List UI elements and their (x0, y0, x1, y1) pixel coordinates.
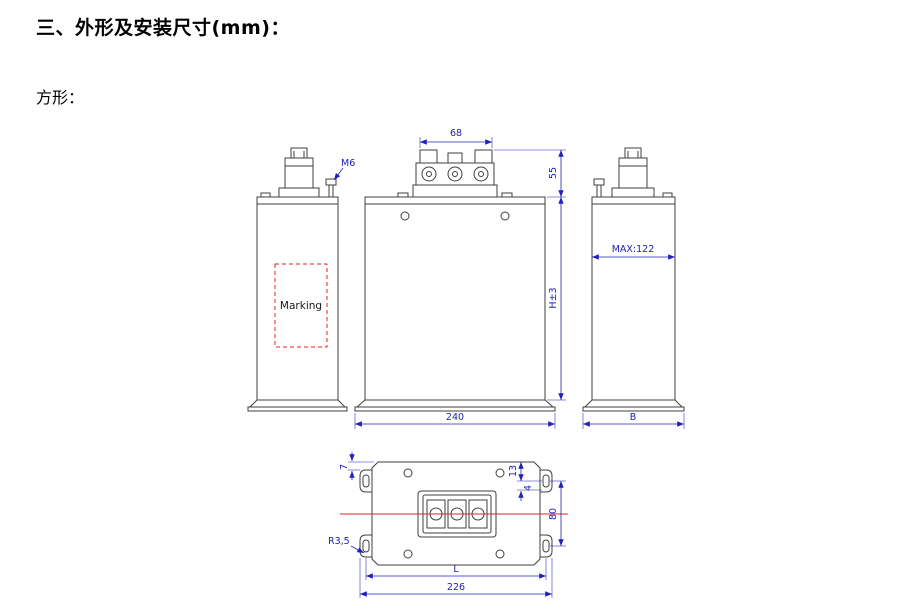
marking-box (274, 263, 328, 348)
bolt-callout: M6 (333, 158, 355, 181)
dim-4-label: 4 (523, 485, 534, 491)
view-bottom: 13 4 7 80 R3,5 (328, 452, 568, 598)
dim-slot-spacing: 80 (548, 480, 566, 547)
dim-h-label: H±3 (548, 287, 559, 308)
dim-ear-offset: 7 (339, 452, 374, 480)
view-side-left: Marking M6 (247, 147, 355, 412)
dim-55-label: 55 (548, 167, 559, 179)
dim-240-label: 240 (446, 412, 464, 423)
dim-terminal-span: 68 (419, 128, 493, 148)
dim-80-label: 80 (548, 508, 559, 520)
dim-13-label: 13 (508, 465, 519, 477)
dim-slot-width: 4 (517, 485, 542, 501)
dim-l-label: L (453, 564, 459, 575)
m6-bolt (325, 178, 337, 198)
bolt-label: M6 (341, 158, 355, 169)
dim-mount-span: L (365, 558, 547, 580)
dim-7-label: 7 (339, 464, 350, 470)
dim-base-width: 240 (354, 412, 556, 429)
mounting-slots (362, 474, 550, 553)
radius-label: R3,5 (328, 536, 350, 547)
view-side-right: MAX:122 B (582, 147, 685, 429)
dim-max122-label: MAX:122 (612, 244, 655, 255)
dim-terminal-height: 55 (494, 149, 566, 198)
view-front: 68 55 H±3 240 (354, 128, 566, 429)
dim-max-depth: MAX:122 (592, 244, 675, 260)
dim-b-label: B (630, 412, 637, 423)
dim-slot-center: 13 (508, 462, 542, 482)
marking-label: Marking (280, 300, 322, 312)
dim-base-depth: B (582, 412, 685, 429)
page-title: 三、外形及安装尺寸(mm)： (36, 17, 290, 39)
dim-226-label: 226 (447, 582, 465, 593)
dim-body-height: H±3 (547, 197, 566, 401)
dim-68-label: 68 (450, 128, 462, 139)
corner-radius-callout: R3,5 (328, 536, 365, 554)
section-label: 方形： (36, 88, 85, 107)
dim-overall-length: 226 (359, 558, 553, 598)
